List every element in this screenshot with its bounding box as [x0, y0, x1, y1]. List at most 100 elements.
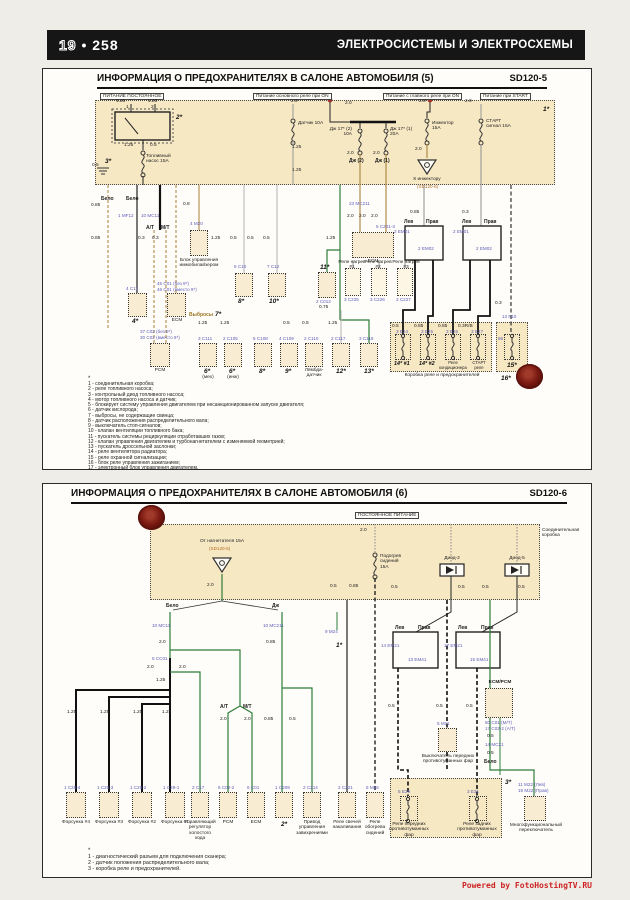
wire-gauge: 0.3 — [462, 210, 469, 215]
component-box-13 — [360, 343, 378, 367]
footnote-item: 11 - пускатель системы рециркуляции отра… — [88, 433, 226, 440]
footnotes-panel2: * 1 - диагностический разъем для подключ… — [88, 848, 226, 873]
header-bar: 19 • 258 ЭЛЕКТРОСИСТЕМЫ И ЭЛЕКТРОСХЕМЫ — [47, 30, 585, 60]
wire-color-label: Бело — [166, 603, 179, 609]
wire-gauge: 2.0 — [244, 717, 251, 722]
wire-gauge: 2.0 — [360, 528, 367, 533]
footnote-item: 1 - соединительная коробка; — [88, 381, 155, 387]
wire-gauge: 0.5 — [283, 321, 290, 326]
wire-side-label: Лев — [404, 219, 414, 225]
ecm-top-box — [352, 232, 394, 258]
connector-label: 15 EM41 — [470, 657, 489, 662]
wire-gauge: 2.0 — [207, 583, 214, 588]
fog-switch-box — [438, 728, 457, 752]
injector-2-box — [132, 792, 152, 818]
connector-label: 1 C29-2 — [130, 785, 147, 790]
wire-gauge: 0.5 — [330, 584, 337, 589]
power-distribution-box-1 — [95, 100, 555, 185]
note-tag-1: 1* — [543, 106, 550, 113]
footnote-item: 9 - выключатель стоп-сигналов; — [88, 423, 162, 429]
section-label-constant-power-2: ПОСТОЯННОЕ ПИТАНИЕ — [355, 512, 420, 519]
footnote-item: 8 - датчик расположения распределительно… — [88, 417, 209, 424]
section-label-constant-power: ПИТАНИЕ ПОСТОЯННОЕ — [100, 93, 165, 100]
component-caption: Форсунка #3 — [95, 820, 123, 825]
ecm-pin: 46 C01 (вместо 9*) — [157, 287, 197, 292]
connector-label: 3 C227 — [396, 297, 411, 302]
relay-cell-15 — [504, 334, 520, 360]
component-caption: ECM — [250, 820, 262, 825]
wire-gauge: 0.85 — [410, 210, 420, 215]
wire-gauge: 2.0 — [347, 214, 354, 219]
footnote-item: 17 - электронный блок управления двигате… — [88, 465, 199, 471]
wire-gauge: 0.85 — [91, 203, 101, 208]
page-number-rest: • 258 — [81, 37, 119, 53]
wire-gauge: 1.25 — [67, 710, 77, 715]
connector-label: 3 C111 — [198, 336, 213, 341]
wire-gauge: 0.85 — [414, 324, 424, 329]
diode-5-label: Диод-5 — [509, 556, 525, 561]
wire-gauge: 0.5 — [466, 704, 473, 709]
wire-gauge: 2.0 — [419, 99, 426, 104]
connector-label: 10 MC11 — [152, 623, 171, 628]
component-tag: 6* — [229, 368, 236, 375]
connector-label: 2 EM01 — [453, 229, 469, 234]
component-box-8 — [235, 273, 253, 297]
wire-gauge: 1.25 — [198, 321, 208, 326]
relay-box-caption: Коробка реле и предохранителей — [404, 373, 480, 378]
chapter-number: 19 — [58, 36, 77, 53]
relay-cell-14-2 — [420, 334, 436, 360]
wire-color-label: М/Т — [243, 704, 252, 710]
component-tag: 12* — [336, 368, 346, 375]
wire-gauge: 1.25 — [124, 143, 134, 148]
lambda-caption: Лямбда-датчик — [304, 368, 324, 379]
wire-gauge: 2.0 — [359, 214, 366, 219]
front-fog-relay-caption: Реле передних противотуманных фар — [389, 822, 429, 838]
connector-label: 2 C012 — [316, 299, 331, 304]
component-caption: Реле обогрева сидений — [364, 820, 386, 836]
relay-pin: 2 — [151, 105, 154, 110]
connector-label: 1 MF12 — [118, 213, 134, 218]
wire-gauge: 0.5 — [150, 143, 157, 148]
fog-switch-caption: Выключатель передних противотуманных фар — [421, 754, 475, 765]
wire-gauge: 1.25 — [328, 321, 338, 326]
wire-gauge: 0.5 — [482, 585, 489, 590]
footer-credit: Powered by FotoHostingTV.RU — [461, 881, 592, 890]
footnote-item: 4 - мотор топливного насоса и датчик; — [88, 396, 177, 403]
relay-cell-start — [470, 334, 486, 360]
wire-gauge: 0.85 — [438, 324, 448, 329]
footnote-item: 3 - контрольный диод топливного насоса; — [88, 391, 185, 398]
fuse-caption-start: СТАРТ сигнал 15А — [486, 119, 511, 130]
multifunction-switch-caption: Многофункциональный переключатель — [509, 823, 563, 834]
immobilizer-caption: Блок управления иммобилайзером — [179, 258, 219, 269]
connector-label: 6 C02-2 — [218, 785, 235, 790]
wire-gauge: 0.5 — [263, 236, 270, 241]
component-tag: 13* — [364, 368, 374, 375]
connector-label: 3 C119 — [359, 336, 374, 341]
wire-gauge: 2.0 — [291, 99, 298, 104]
front-fog-relay-box — [400, 796, 418, 821]
idle-regulator-box — [191, 792, 209, 818]
connector-label: 4 C109 — [279, 336, 294, 341]
heater-relay-1-box — [345, 268, 361, 296]
connector-label: 10 MC11 — [141, 213, 160, 218]
component-caption: Форсунка #4 — [62, 820, 90, 825]
footnote-item: 14 - реле вентилятора радиатора; — [88, 449, 168, 456]
connector-label: 17 EM21 — [444, 643, 463, 648]
wire-gauge: 1.25 — [148, 99, 158, 104]
wire-side-label: Прав — [426, 219, 439, 225]
component-tag: 15* — [507, 362, 517, 369]
heater-relay-caption: Реле нагрев #3 — [392, 260, 420, 271]
connector-label: 5 E29 — [398, 789, 411, 794]
connector-label: 3 E27 — [471, 329, 484, 334]
start-relay-caption: СТАРТ реле — [472, 360, 486, 370]
connector-label: 13 EM41 — [408, 657, 427, 662]
connector-label: 1 C29-4 — [64, 785, 81, 790]
connector-label: 7 C12 — [267, 264, 280, 269]
injector-1-box — [165, 792, 185, 818]
wire-gauge: 2.0 — [179, 665, 186, 670]
panel2-code: SD120-6 — [529, 488, 568, 499]
wire-color-label: Дж (2) — [349, 158, 364, 164]
connector-label: 5 C108 — [253, 336, 268, 341]
component-box-12 — [332, 343, 350, 367]
rear-fog-relay-box — [469, 796, 487, 821]
